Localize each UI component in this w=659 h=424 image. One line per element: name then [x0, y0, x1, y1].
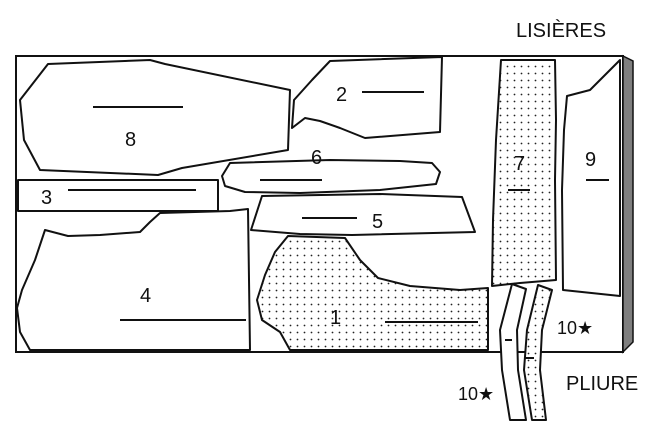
piece-4: 4 [16, 208, 251, 351]
piece-label-3: 3 [41, 187, 52, 209]
piece-1: 1 [256, 235, 489, 351]
piece-label-5: 5 [372, 211, 383, 233]
piece-10-b [523, 284, 553, 421]
piece-label-6: 6 [311, 147, 322, 169]
piece-3: 3 [17, 179, 219, 212]
piece-label-1: 1 [330, 307, 341, 329]
piece-label-8: 8 [125, 129, 136, 151]
piece-label-2: 2 [336, 84, 347, 106]
selvedges-label: LISIÈRES [516, 19, 606, 42]
piece-10-a [499, 283, 527, 421]
piece-label-10-outside: 10★ [458, 384, 494, 404]
piece-6: 6 [221, 147, 441, 194]
piece-9: 9 [561, 59, 621, 297]
piece-label-10-inside: 10★ [557, 318, 593, 338]
piece-5: 5 [250, 193, 476, 236]
piece-8: 8 [19, 59, 291, 176]
piece-label-4: 4 [140, 285, 151, 307]
piece-7: 7 [491, 59, 557, 287]
piece-label-9: 9 [585, 149, 596, 171]
piece-label-7: 7 [514, 153, 525, 175]
selvedge-band [622, 54, 634, 354]
piece-2: 2 [291, 56, 443, 139]
fold-label: PLIURE [566, 373, 638, 395]
